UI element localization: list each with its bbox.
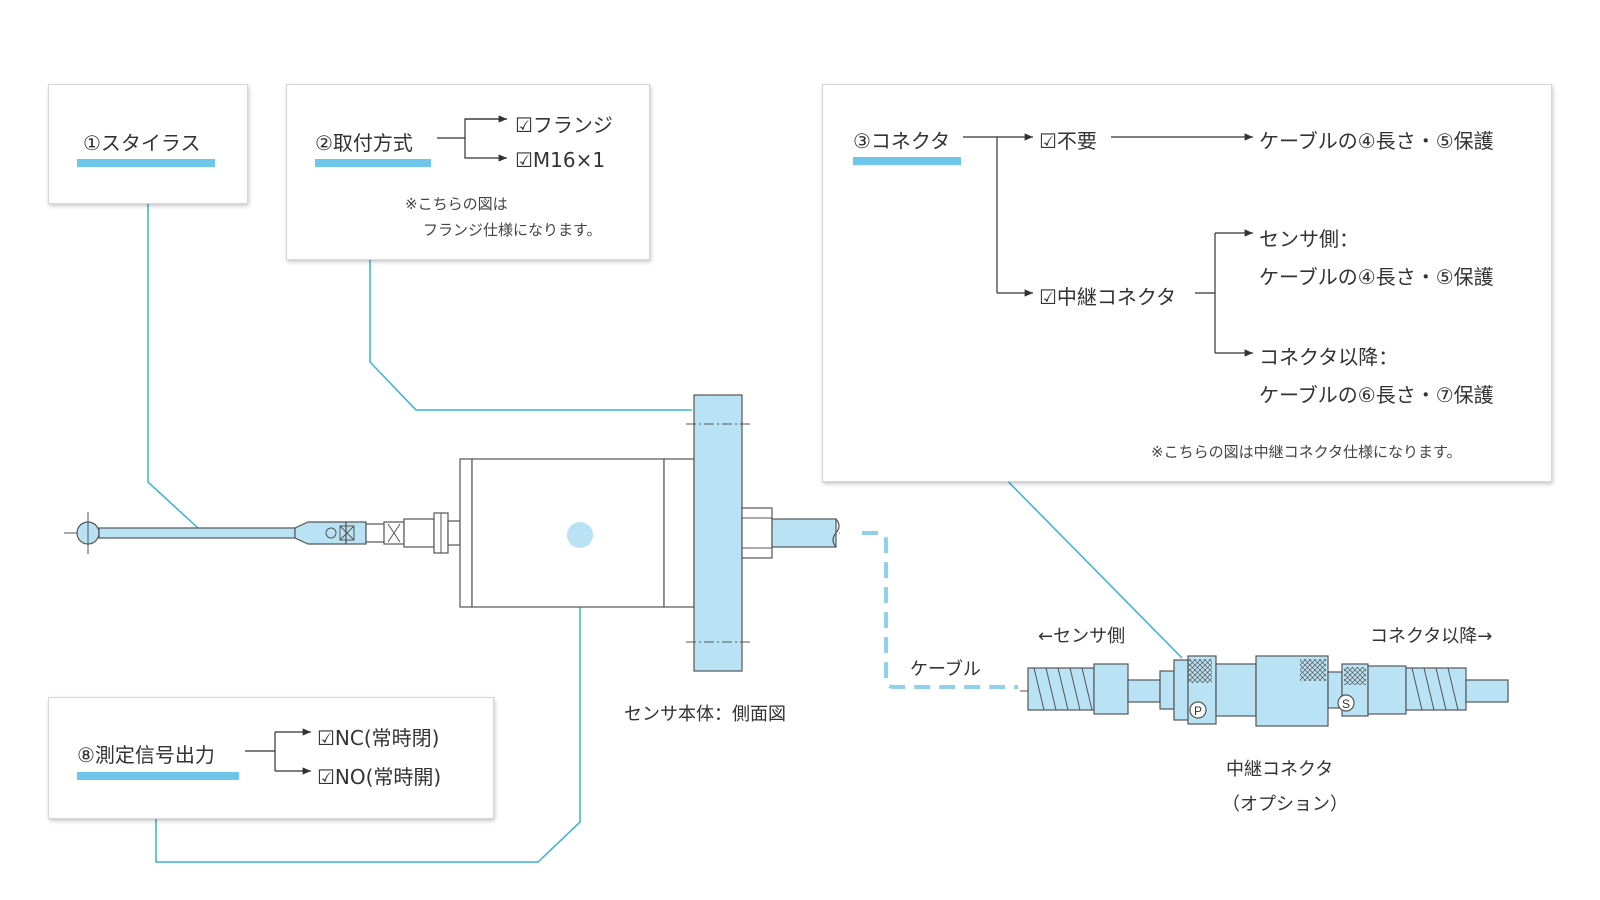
connector-box: ③コネクタ ☑不要 ケーブルの④長さ・⑤保護 ☑中継コネクタ センサ側： ケーブ… (822, 84, 1552, 482)
connector-side-caption: コネクタ以降→ (1370, 626, 1493, 647)
sensor-body (459, 458, 473, 608)
stylus-underline (77, 159, 215, 167)
connector-none-result: ケーブルの④長さ・⑤保護 (1259, 129, 1494, 153)
connector-option-none: ☑不要 (1039, 129, 1097, 153)
leader-signal (155, 535, 581, 863)
relay-caption-line1: 中継コネクタ (1226, 759, 1334, 780)
mounting-option-m16: ☑M16×1 (515, 148, 606, 172)
connector-note: ※こちらの図は中継コネクタ仕様になります。 (1151, 443, 1462, 461)
relay-connector-drawing (1027, 655, 1509, 727)
signal-option-no: ☑NO(常時開) (317, 765, 442, 789)
mounting-box: ②取付方式 ☑フランジ ☑M16×1 ※こちらの図は フランジ仕様になります。 (286, 84, 650, 260)
leader-stylus (147, 164, 199, 529)
signal-box: ⑧測定信号出力 ☑NC(常時閉) ☑NO(常時開) (48, 697, 494, 819)
stylus-box: ①スタイラス (48, 84, 248, 204)
sensor-side-caption: ←センサ側 (1038, 626, 1126, 647)
connector-sensor-side-label: センサ側： (1259, 227, 1359, 251)
relay-caption-line2: （オプション） (1222, 794, 1348, 815)
connector-sensor-side-result: ケーブルの④長さ・⑤保護 (1259, 265, 1494, 289)
stylus-holder (294, 521, 347, 545)
mounting-branch-arrows (437, 115, 651, 261)
connector-branch-arrows (963, 133, 1253, 357)
connector-after-label: コネクタ以降： (1259, 345, 1399, 369)
mounting-label: ②取付方式 (315, 131, 413, 155)
connector-label: ③コネクタ (853, 129, 951, 153)
signal-option-nc: ☑NC(常時閉) (317, 726, 440, 750)
cable-label: ケーブル (910, 659, 981, 680)
stylus-shaft (98, 527, 296, 539)
signal-label: ⑧測定信号出力 (77, 743, 215, 767)
connector-option-relay: ☑中継コネクタ (1039, 285, 1177, 309)
rear-nut (741, 507, 773, 559)
signal-underline (77, 772, 239, 780)
leader-mounting (369, 164, 692, 411)
connector-underline (853, 157, 961, 165)
flange (693, 394, 743, 672)
signal-point (567, 522, 593, 548)
signal-branch-arrows (245, 728, 311, 775)
mark-p: P (1194, 704, 1202, 718)
cable-stub (771, 518, 837, 548)
stylus-ball (76, 512, 100, 554)
sensor-caption: センサ本体：側面図 (624, 704, 786, 725)
connector-after-result: ケーブルの⑥長さ・⑦保護 (1259, 383, 1494, 407)
mounting-option-flange: ☑フランジ (515, 113, 613, 137)
mounting-note-line2: フランジ仕様になります。 (423, 221, 602, 239)
stylus-label: ①スタイラス (83, 131, 201, 155)
mounting-note-line1: ※こちらの図は (405, 195, 508, 213)
mark-s: S (1342, 697, 1350, 711)
mounting-underline (315, 159, 431, 167)
cable-dashed (862, 531, 1018, 689)
